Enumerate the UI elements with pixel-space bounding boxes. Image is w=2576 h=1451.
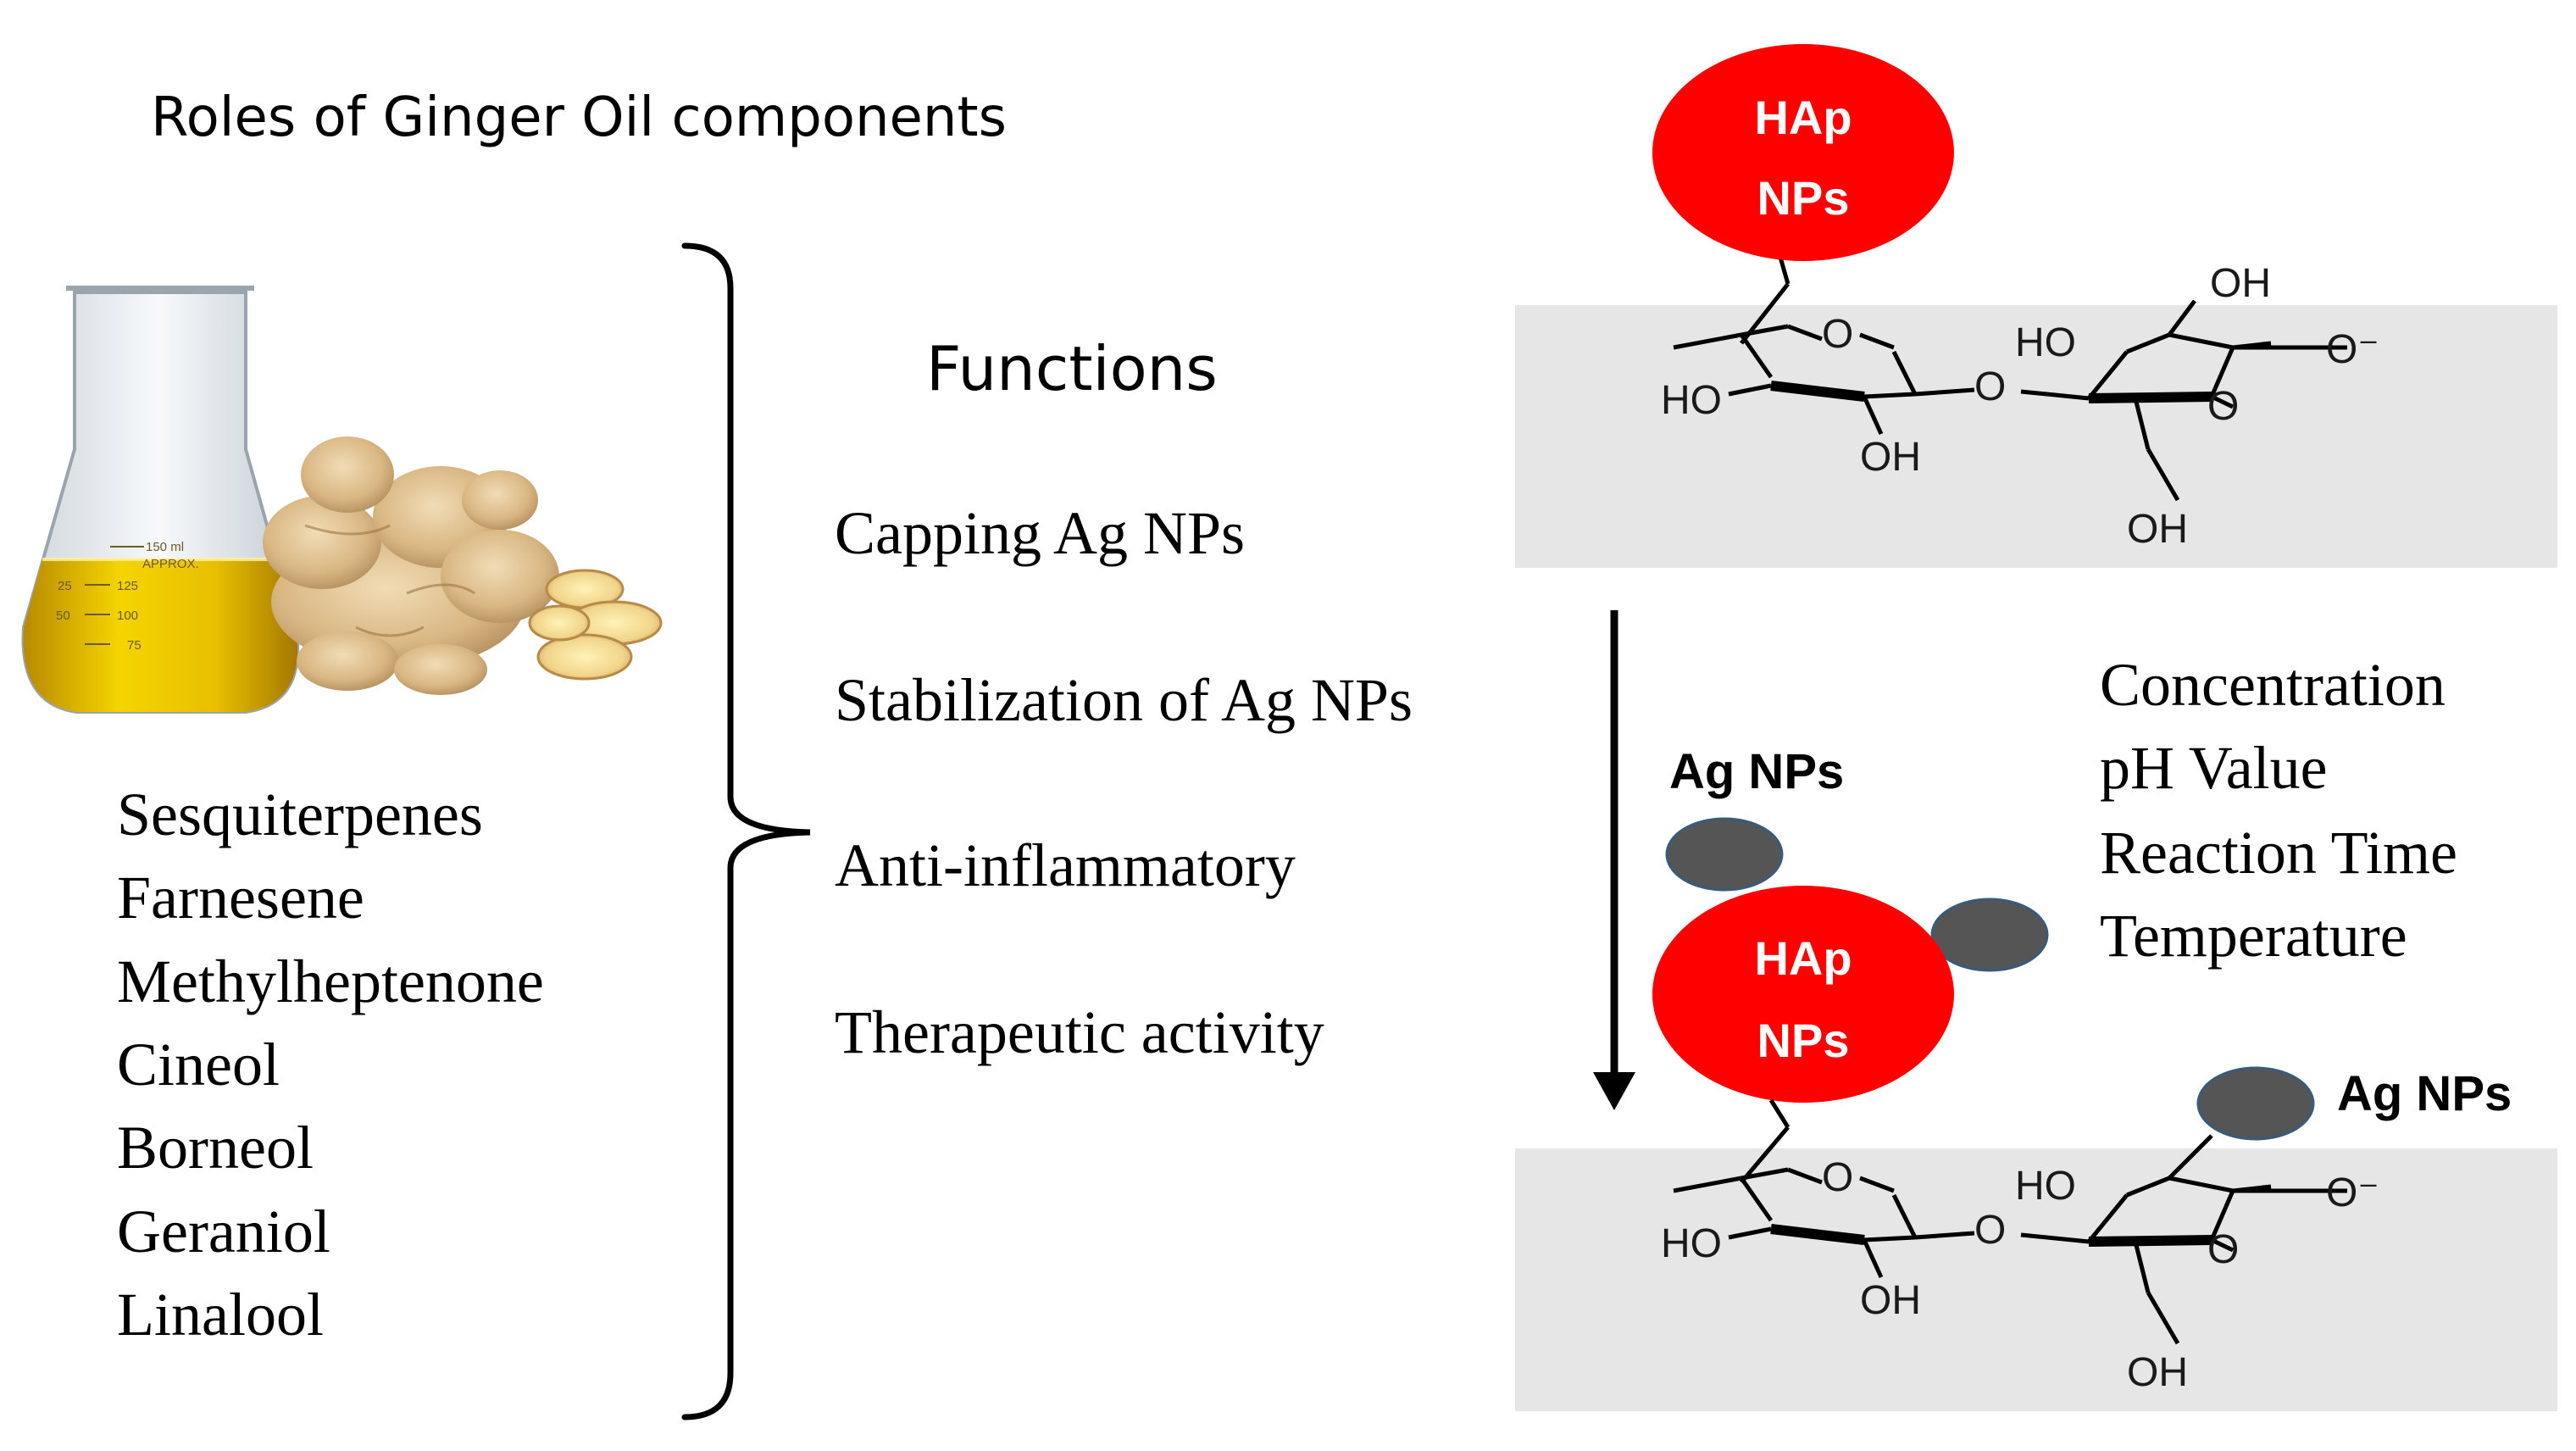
flask-mark-150: 150 ml bbox=[146, 540, 184, 554]
ginger-root-illustration bbox=[263, 436, 559, 695]
hap-nanoparticle-top: HAp NPs bbox=[1652, 44, 1954, 261]
chem-label: HO bbox=[2015, 1164, 2076, 1209]
component-item: Cineol bbox=[117, 1031, 280, 1098]
chem-label: OH bbox=[2127, 1350, 2188, 1395]
condition-item: pH Value bbox=[2100, 734, 2328, 802]
chem-label: O bbox=[1974, 1208, 2006, 1253]
chem-label: OH bbox=[1860, 435, 1921, 480]
chem-label: O bbox=[2207, 1227, 2239, 1272]
function-item: Anti-inflammatory bbox=[835, 831, 1296, 899]
ag-nanoparticle bbox=[2196, 1066, 2315, 1141]
chem-label: O⁻ bbox=[2326, 327, 2379, 372]
ginger-slices-illustration bbox=[528, 569, 663, 681]
chem-label: O bbox=[2207, 384, 2239, 429]
top-chitosan-structure bbox=[1673, 224, 2347, 502]
ag-nps-label: Ag NPs bbox=[2337, 1066, 2512, 1121]
flask-mark-approx: APPROX. bbox=[142, 557, 199, 571]
bottom-polymer-panel bbox=[1515, 1148, 2557, 1411]
bottom-chemical-labels: O HO OH O HO O O⁻ OH bbox=[1661, 1155, 2379, 1395]
component-item: Methylheptenone bbox=[117, 948, 544, 1015]
hap-label: HAp bbox=[1754, 91, 1852, 144]
process-arrow bbox=[1593, 610, 1635, 1110]
hap-label: NPs bbox=[1757, 171, 1850, 225]
functions-heading: Functions bbox=[926, 333, 1218, 404]
flask-mark-50: 50 bbox=[56, 609, 70, 623]
chem-label: OH bbox=[2210, 261, 2271, 306]
ag-nanoparticle bbox=[1665, 817, 1784, 892]
component-item: Farnesene bbox=[117, 864, 364, 931]
flask-mark-75: 75 bbox=[127, 638, 142, 653]
condition-item: Temperature bbox=[2100, 902, 2407, 970]
ag-nps-label: Ag NPs bbox=[1669, 744, 1844, 799]
chem-label: HO bbox=[1661, 378, 1722, 423]
chem-label: O⁻ bbox=[2326, 1170, 2379, 1215]
component-list: Sesquiterpenes Farnesene Methylheptenone… bbox=[117, 781, 544, 1348]
chem-label: HO bbox=[2015, 320, 2076, 365]
hap-label: NPs bbox=[1757, 1014, 1850, 1067]
flask-mark-100: 100 bbox=[117, 609, 138, 623]
flask-mark-25: 25 bbox=[58, 579, 72, 593]
component-item: Borneol bbox=[117, 1114, 314, 1181]
component-item: Geraniol bbox=[117, 1198, 330, 1265]
curly-brace bbox=[681, 242, 811, 1420]
top-polymer-panel bbox=[1515, 305, 2557, 568]
function-list: Capping Ag NPs Stabilization of Ag NPs A… bbox=[835, 499, 1413, 1066]
function-item: Therapeutic activity bbox=[835, 998, 1324, 1066]
flask-mark-125: 125 bbox=[117, 579, 138, 593]
flask-illustration: 150 ml APPROX. 25 125 50 100 75 bbox=[21, 286, 300, 714]
function-item: Capping Ag NPs bbox=[835, 499, 1245, 567]
function-item: Stabilization of Ag NPs bbox=[835, 666, 1413, 734]
flask-markings: 150 ml APPROX. 25 125 50 100 75 bbox=[56, 540, 199, 653]
top-chemical-labels: O HO OH O HO OH O O⁻ OH bbox=[1661, 261, 2379, 552]
hap-nanoparticle-bottom: HAp NPs bbox=[1652, 886, 1954, 1103]
chem-label: O bbox=[1974, 364, 2006, 409]
component-item: Sesquiterpenes bbox=[117, 781, 483, 848]
chem-label: OH bbox=[2127, 507, 2188, 552]
diagram-title: Roles of Ginger Oil components bbox=[151, 86, 1007, 149]
component-item: Linalool bbox=[117, 1281, 324, 1348]
chem-label: OH bbox=[1860, 1278, 1921, 1323]
condition-item: Reaction Time bbox=[2100, 819, 2457, 887]
chem-label: HO bbox=[1661, 1221, 1722, 1266]
reaction-conditions: Concentration pH Value Reaction Time Tem… bbox=[2100, 651, 2457, 970]
ag-nanoparticle bbox=[1930, 898, 2049, 972]
chem-label: O bbox=[1822, 1155, 1853, 1200]
bottom-chitosan-structure bbox=[1673, 1098, 2347, 1345]
hap-label: HAp bbox=[1754, 931, 1852, 985]
chem-label: O bbox=[1822, 312, 1853, 357]
condition-item: Concentration bbox=[2100, 651, 2446, 719]
